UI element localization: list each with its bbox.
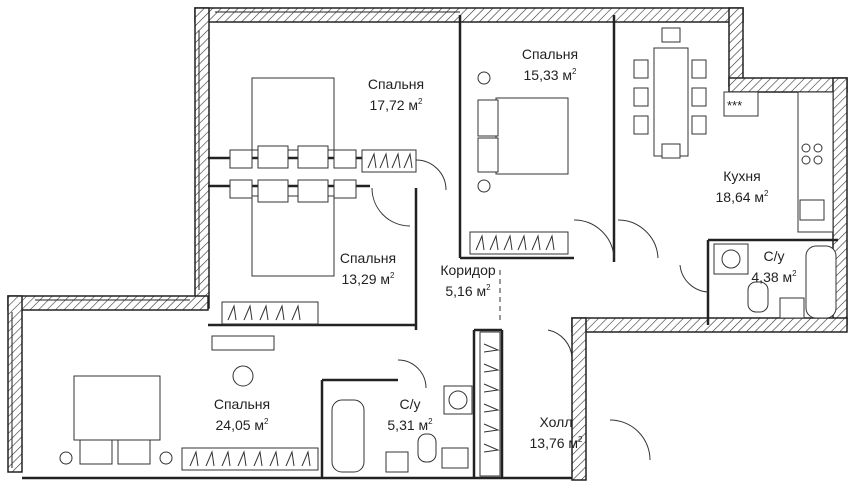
room-area: 24,05 м [215, 417, 265, 433]
room-name: Коридор [440, 262, 496, 278]
room-name: Кухня [723, 168, 761, 184]
hood-symbol: *** [727, 98, 743, 113]
room-label-corridor: Коридор 5,16 м2 [440, 262, 495, 300]
unit-superscript: 2 [264, 417, 269, 426]
room-area: 13,76 м [529, 435, 579, 451]
unit-superscript: 2 [792, 269, 797, 278]
room-label-kitchen: Кухня 18,64 м2 [715, 168, 768, 206]
unit-superscript: 2 [428, 417, 433, 426]
unit-superscript: 2 [764, 189, 769, 198]
room-name: С/у [399, 396, 421, 412]
radiators [181, 149, 569, 477]
room-area: 13,29 м [341, 271, 391, 287]
unit-superscript: 2 [572, 67, 577, 76]
room-label-hall: Холл 13,76 м2 [529, 414, 582, 452]
room-label-bathroom-531: С/у 5,31 м2 [387, 396, 432, 434]
room-area: 15,33 м [523, 67, 573, 83]
unit-superscript: 2 [390, 271, 395, 280]
room-label-bedroom-1772: Спальня 17,72 м2 [368, 76, 424, 114]
room-label-bedroom-1329: Спальня 13,29 м2 [340, 250, 396, 288]
room-name: С/у [763, 248, 785, 264]
unit-superscript: 2 [486, 283, 491, 292]
room-area: 18,64 м [715, 189, 765, 205]
room-name: Спальня [367, 76, 425, 92]
room-name: Спальня [213, 396, 271, 412]
unit-superscript: 2 [578, 435, 583, 444]
beds [59, 71, 569, 465]
room-label-bathroom-438: С/у 4,38 м2 [751, 248, 796, 286]
room-area: 4,38 м [751, 269, 793, 285]
bathroom-fixtures [331, 243, 837, 473]
room-name: Спальня [521, 46, 579, 62]
kitchen-furniture [633, 27, 834, 233]
room-area: 17,72 м [369, 97, 419, 113]
room-area: 5,16 м [445, 283, 487, 299]
unit-superscript: 2 [418, 97, 423, 106]
room-label-bedroom-1533: Спальня 15,33 м2 [522, 46, 578, 84]
doors [371, 159, 709, 461]
room-name: Холл [539, 414, 573, 430]
room-name: Спальня [339, 250, 397, 266]
room-area: 5,31 м [387, 417, 429, 433]
room-label-bedroom-2405: Спальня 24,05 м2 [214, 396, 270, 434]
